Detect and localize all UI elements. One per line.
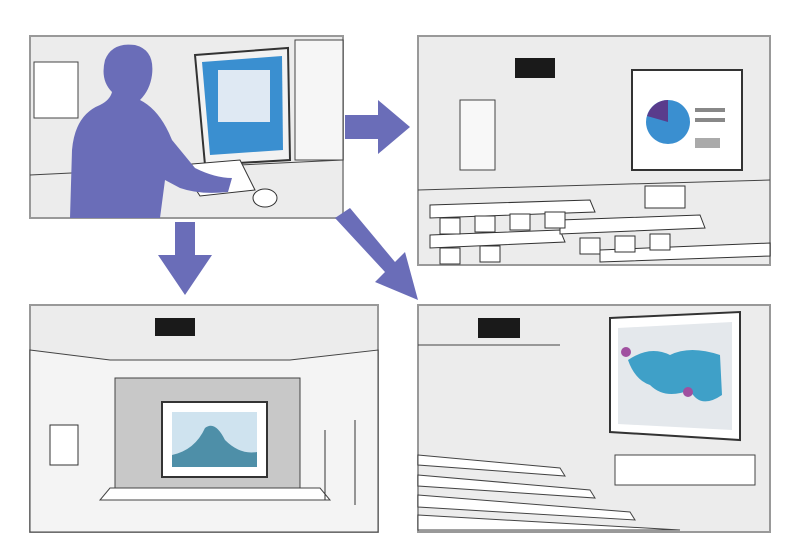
map-marker (683, 387, 693, 397)
front-desk (614, 454, 756, 486)
arrow-down-icon (158, 222, 212, 295)
floor-line (417, 179, 771, 191)
tiered-seating (417, 454, 681, 531)
office-pc-scene (29, 35, 344, 219)
wall-window (33, 61, 79, 119)
lecture-hall-scene (417, 304, 771, 533)
desks (429, 199, 771, 263)
projector (515, 58, 555, 78)
podium (49, 424, 79, 466)
mountain-graphic (172, 425, 257, 467)
auditorium-scene (29, 304, 379, 533)
chairs (439, 211, 671, 265)
cabinet (294, 39, 344, 161)
arrows (158, 100, 418, 300)
lectern (644, 185, 686, 209)
door (459, 99, 496, 171)
pie-slice (647, 100, 668, 122)
stage-platform (98, 487, 332, 501)
screen-text-line (695, 108, 725, 112)
map-marker (621, 347, 631, 357)
screen-window (218, 70, 270, 122)
projector (478, 318, 520, 338)
screen-text-line (695, 118, 725, 122)
world-map-graphic (628, 350, 722, 402)
screen-box (695, 138, 720, 148)
mouse (252, 188, 278, 208)
arrow-right-icon (345, 100, 410, 154)
projector (155, 318, 195, 336)
classroom-scene (417, 35, 771, 266)
person-silhouette (70, 44, 232, 218)
arrow-diagonal-icon (335, 208, 418, 300)
